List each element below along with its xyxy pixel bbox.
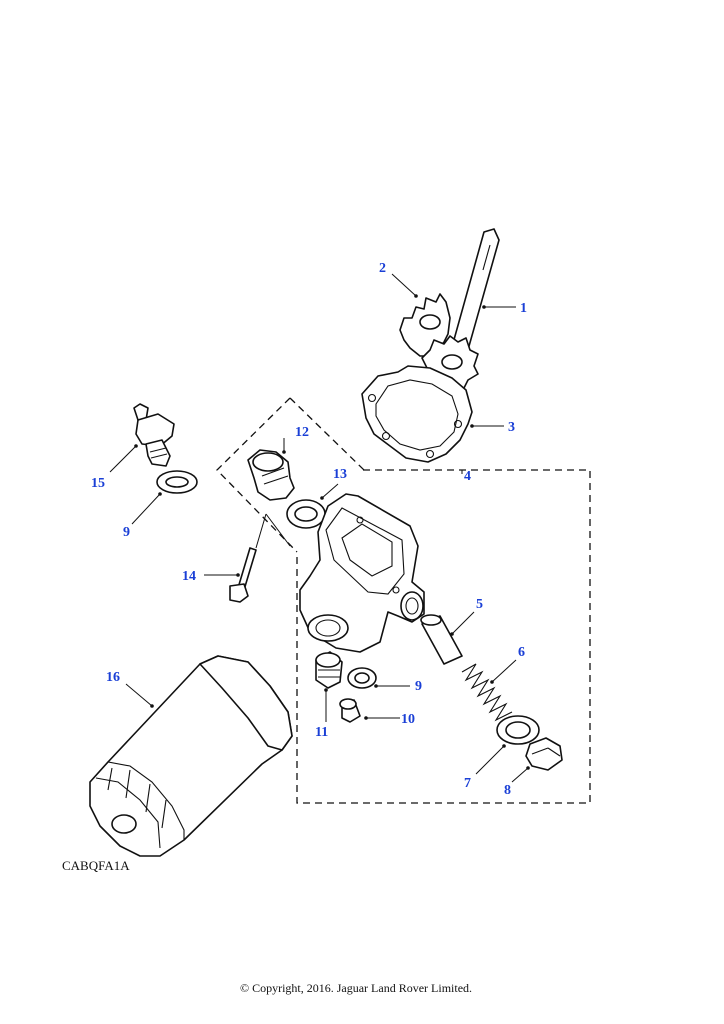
part-12-plug[interactable] xyxy=(247,449,295,501)
callout-7[interactable]: 7 xyxy=(464,776,471,791)
callout-9-upper[interactable]: 9 xyxy=(123,525,130,540)
callout-6[interactable]: 6 xyxy=(518,645,525,660)
part-14-bolt[interactable] xyxy=(229,547,257,603)
callout-14[interactable]: 14 xyxy=(182,569,196,584)
part-6-spring[interactable] xyxy=(461,663,513,722)
part-11-strainer[interactable] xyxy=(315,651,343,689)
callout-3[interactable]: 3 xyxy=(508,420,515,435)
assembly-group-outline xyxy=(296,469,591,804)
part-16-oil-filter[interactable] xyxy=(89,655,293,857)
part-15-pressure-switch[interactable] xyxy=(133,403,175,467)
part-10-screw[interactable] xyxy=(339,698,361,723)
diagram-reference-code: CABQFA1A xyxy=(62,858,130,873)
callout-1[interactable]: 1 xyxy=(520,301,527,316)
copyright-notice: © Copyright, 2016. Jaguar Land Rover Lim… xyxy=(239,981,473,995)
callout-2[interactable]: 2 xyxy=(379,261,386,276)
callout-16[interactable]: 16 xyxy=(106,670,120,685)
part-9-washer-upper[interactable] xyxy=(156,470,198,494)
callout-9-lower[interactable]: 9 xyxy=(415,679,422,694)
callout-8[interactable]: 8 xyxy=(504,783,511,798)
part-13-seal[interactable] xyxy=(286,499,326,529)
callout-4[interactable]: 4 xyxy=(464,469,471,484)
callout-10[interactable]: 10 xyxy=(401,712,415,727)
part-4-pump-body[interactable] xyxy=(299,493,425,653)
callout-5[interactable]: 5 xyxy=(476,597,483,612)
leader-lines xyxy=(109,273,530,783)
callout-15[interactable]: 15 xyxy=(91,476,105,491)
part-8-plug-bolt[interactable] xyxy=(525,737,563,771)
callout-11[interactable]: 11 xyxy=(315,725,328,740)
sub-assembly-group-outline xyxy=(216,397,365,553)
part-7-washer[interactable] xyxy=(496,715,540,745)
callout-12[interactable]: 12 xyxy=(295,425,309,440)
callout-13[interactable]: 13 xyxy=(333,467,347,482)
part-5-plunger[interactable] xyxy=(420,614,463,665)
part-9-washer-lower[interactable] xyxy=(347,667,377,689)
part-3-gasket[interactable] xyxy=(361,365,473,463)
